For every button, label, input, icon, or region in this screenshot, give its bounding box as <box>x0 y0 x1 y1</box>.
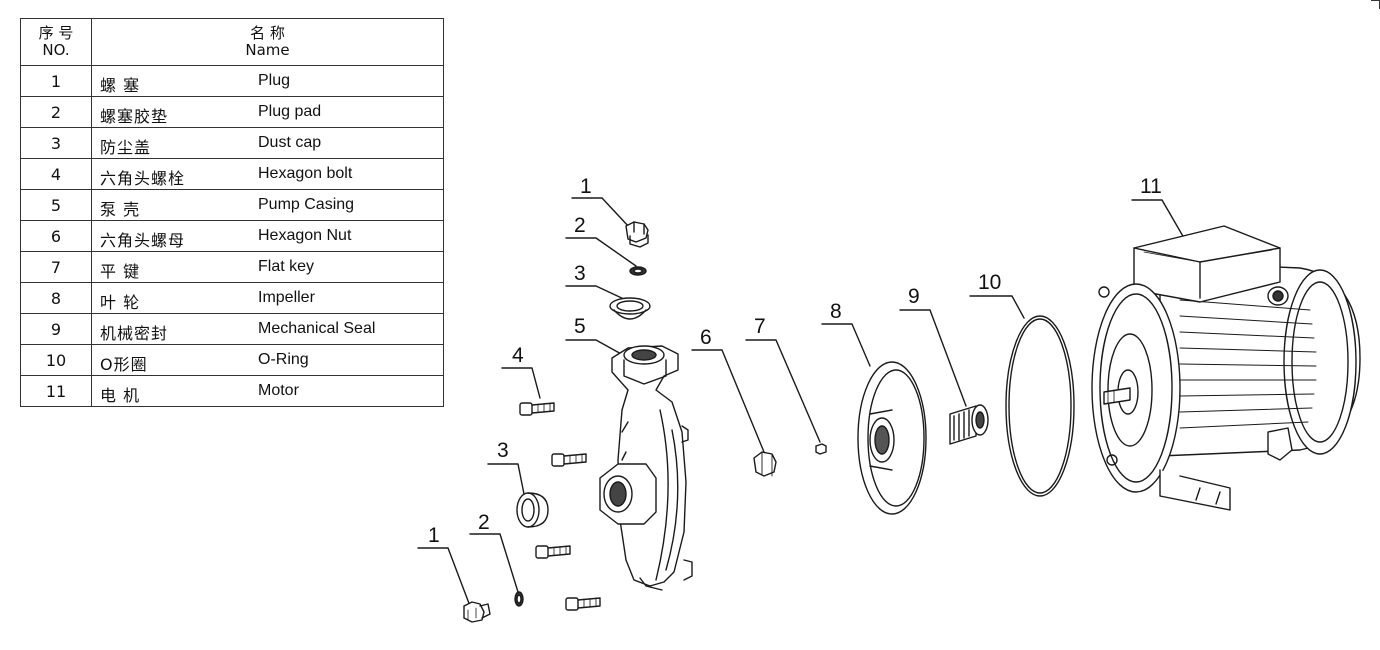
row-name-cn: O形圈 <box>100 355 148 374</box>
callout-1-top: 1 <box>571 175 631 229</box>
callout-3-low: 3 <box>487 439 525 495</box>
hexagon-bolt-icon <box>519 402 555 416</box>
impeller-icon <box>857 361 927 515</box>
callout-1-low: 1 <box>417 524 471 607</box>
table-row: 9 机械密封 Mechanical Seal <box>20 313 444 345</box>
row-name: 电 机 Motor <box>91 375 444 407</box>
row-name: 螺塞胶垫 Plug pad <box>91 96 444 128</box>
callout-number: 3 <box>497 439 509 462</box>
row-name-en: Plug <box>258 72 291 89</box>
callout-number: 10 <box>978 271 1001 294</box>
row-no: 6 <box>20 220 92 252</box>
plug-pad-icon <box>629 266 647 276</box>
row-name-cn: 机械密封 <box>100 324 169 343</box>
callout-number: 2 <box>574 214 586 237</box>
callout-number: 2 <box>478 511 490 534</box>
row-name-en: Motor <box>258 382 299 399</box>
row-name: 防尘盖 Dust cap <box>91 127 444 159</box>
table-header-row: 序 号 NO. 名 称 Name <box>20 18 444 66</box>
row-name-cn: 叶 轮 <box>100 293 141 312</box>
callout-2-top: 2 <box>565 214 637 267</box>
row-name-en: Hexagon bolt <box>258 165 353 182</box>
header-no-en: NO. <box>42 41 70 59</box>
header-name-cn: 名 称 <box>250 24 285 42</box>
plug-pad-icon <box>514 591 524 607</box>
plug-icon <box>463 601 491 623</box>
o-ring-icon <box>1005 315 1075 497</box>
row-name-en: Pump Casing <box>258 196 355 213</box>
pump-casing-icon <box>599 345 693 591</box>
row-name: 泵 壳 Pump Casing <box>91 189 444 221</box>
row-no: 3 <box>20 127 92 159</box>
row-no: 9 <box>20 313 92 345</box>
header-no-cell: 序 号 NO. <box>20 18 92 66</box>
dust-cap-icon <box>516 492 549 528</box>
hexagon-bolt-icon <box>551 453 587 467</box>
plug-icon <box>625 221 649 248</box>
callout-9: 9 <box>899 285 967 407</box>
row-name-cn: 平 键 <box>100 262 141 281</box>
row-name-en: Flat key <box>258 258 315 275</box>
callout-10: 10 <box>969 271 1025 319</box>
row-name-cn: 六角头螺母 <box>100 231 186 250</box>
callout-number: 6 <box>700 326 712 349</box>
row-name-en: Plug pad <box>258 103 322 120</box>
callout-7: 7 <box>745 315 821 443</box>
row-name: 六角头螺栓 Hexagon bolt <box>91 158 444 190</box>
callout-11: 11 <box>1131 175 1185 239</box>
row-name: 机械密封 Mechanical Seal <box>91 313 444 345</box>
callout-number: 1 <box>428 524 440 547</box>
row-no: 11 <box>20 375 92 407</box>
callout-number: 8 <box>830 300 842 323</box>
callout-number: 1 <box>580 175 592 198</box>
callout-3-top: 3 <box>565 262 627 301</box>
header-name-cell: 名 称 Name <box>91 18 444 66</box>
callout-6: 6 <box>691 326 765 453</box>
callout-number: 11 <box>1140 175 1162 198</box>
table-row: 3 防尘盖 Dust cap <box>20 127 444 159</box>
row-name-cn: 泵 壳 <box>100 200 141 219</box>
callout-number: 9 <box>908 285 920 308</box>
row-name-cn: 螺塞胶垫 <box>100 107 169 126</box>
row-name-en: Impeller <box>258 289 315 306</box>
callout-4: 4 <box>501 344 541 399</box>
row-name-cn: 六角头螺栓 <box>100 169 186 188</box>
callout-number: 7 <box>754 315 766 338</box>
callout-number: 3 <box>574 262 586 285</box>
dust-cap-icon <box>609 297 651 320</box>
motor-icon <box>1091 225 1361 511</box>
hexagon-bolt-icon <box>565 597 601 611</box>
row-name-cn: 电 机 <box>100 386 141 405</box>
flat-key-icon <box>815 443 827 455</box>
table-row: 11 电 机 Motor <box>20 375 444 407</box>
row-name-en: Mechanical Seal <box>258 320 376 337</box>
callout-number: 4 <box>512 344 524 367</box>
row-name-en: Hexagon Nut <box>258 227 352 244</box>
mechanical-seal-icon <box>949 404 989 445</box>
header-name-en: Name <box>245 41 290 59</box>
row-name: 叶 轮 Impeller <box>91 282 444 314</box>
callout-number: 5 <box>574 315 586 338</box>
callout-2-low: 2 <box>469 511 519 593</box>
row-name-en: Dust cap <box>258 134 322 151</box>
hexagon-bolt-icon <box>535 545 571 559</box>
hexagon-nut-icon <box>753 451 777 477</box>
callout-8: 8 <box>821 300 871 367</box>
header-no-cn: 序 号 <box>38 24 74 42</box>
row-name-en: O-Ring <box>258 351 309 368</box>
row-no: 10 <box>20 344 92 376</box>
row-name-cn: 防尘盖 <box>100 138 152 157</box>
row-name-cn: 螺 塞 <box>100 76 141 95</box>
